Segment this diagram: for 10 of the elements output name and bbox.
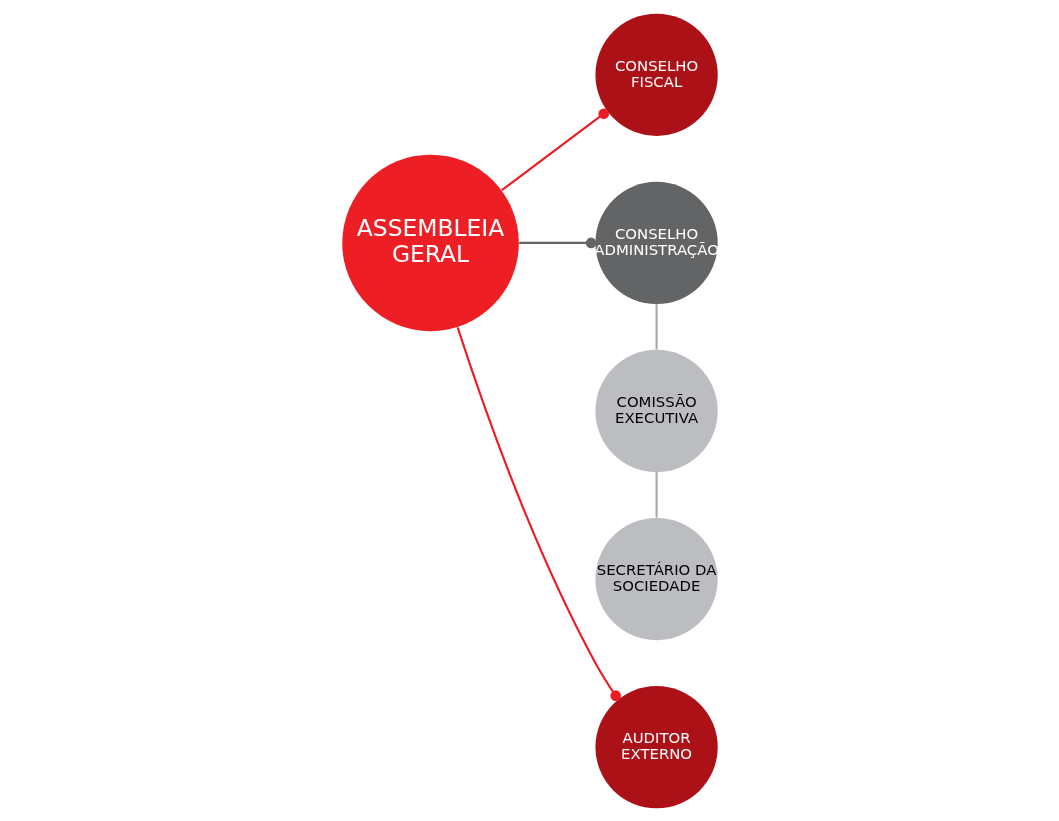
node-circle: CONSELHO ADMINISTRAÇÃO bbox=[594, 181, 718, 304]
node-circle: ASSEMBLEIA GERAL bbox=[341, 154, 519, 331]
node-circle: SECRETÁRIO DA SOCIEDADE bbox=[594, 517, 718, 640]
connector bbox=[456, 326, 621, 701]
node-circle: AUDITOR EXTERNO bbox=[594, 685, 718, 808]
connector bbox=[655, 303, 658, 350]
node-circle: COMISSÃO EXECUTIVA bbox=[594, 349, 718, 472]
connector bbox=[655, 471, 658, 518]
connector bbox=[500, 107, 609, 191]
connector bbox=[518, 237, 596, 248]
